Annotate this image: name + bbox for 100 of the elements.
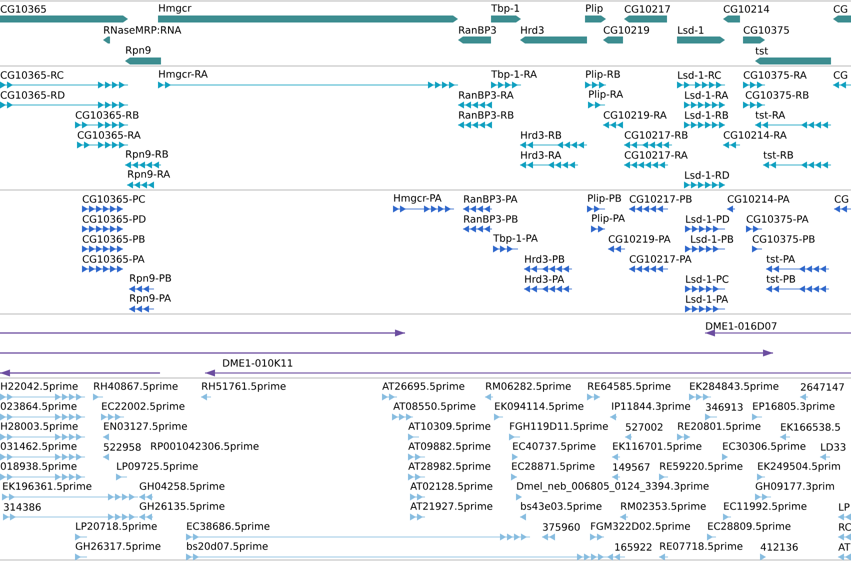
protein-feature: CG10375-PB [752, 235, 815, 252]
node-label: CG10365-RC [0, 71, 64, 79]
gene-feature: RNaseMRP:RNA [103, 26, 182, 44]
gene-feature: CG10219 [603, 26, 650, 44]
node-label: 375960 [542, 523, 580, 531]
protein-feature: RanBP3-PA [462, 195, 518, 212]
transcript-feature: RanBP3-RA [458, 91, 514, 108]
node-label: RanBP3 [459, 26, 496, 34]
est-feature: 031462.5prime [0, 442, 86, 460]
protein-feature: Tbp-1-PA [492, 234, 538, 252]
node-label: tst [755, 47, 768, 55]
protein-feature: CG10365-PC [82, 195, 145, 212]
node-label: Lsd-1-RA [685, 91, 728, 99]
est-feature: Dmel_neb_006805_0124_3394.3prime [516, 482, 709, 500]
gene-feature: Tbp-1 [491, 4, 521, 22]
node-label: LD33 [821, 443, 846, 451]
est-feature: LP09725.5prime [116, 462, 198, 480]
transcript-feature: CG10219-RA [602, 111, 667, 128]
node-label: Plip-RB [586, 70, 620, 80]
est-feature: AT02128.5prime [410, 482, 492, 500]
node-label: LP09725.5prime [117, 462, 198, 472]
node-label: CG [834, 71, 848, 79]
node-label: 023864.5prime [0, 402, 77, 412]
est-feature: EK249504.5prim [756, 462, 840, 480]
node-label: EK249504.5prim [758, 462, 840, 472]
node-label: RNaseMRP:RNA [104, 26, 182, 34]
protein-feature: CG10365-PD [82, 215, 146, 232]
node-label: Lsd-1-PA [686, 295, 728, 303]
node-label: EK094114.5prime [495, 402, 584, 412]
transcript-feature: Hrd3-RA [520, 151, 578, 168]
est-feature: FGH119D11.5prime [508, 422, 608, 440]
protein-feature: Plip-PB [586, 194, 621, 212]
node-label: EK284843.5prime [690, 382, 778, 392]
node-label: EC38686.5prime [187, 522, 270, 532]
node-label: CG10219-RA [604, 111, 667, 119]
protein-feature: CG10214-PA [726, 195, 790, 212]
node-label: tst-PB [766, 275, 796, 283]
protein-feature: CG10365-PA [82, 255, 144, 272]
est-feature: bs43e03.5prime [520, 502, 602, 520]
node-label: Rpn9 [126, 46, 151, 56]
node-label: Plip-PB [588, 194, 621, 204]
clone-feature: DME1-010K11 [204, 359, 851, 376]
node-label: Lsd-1-PB [691, 235, 734, 243]
transcript-feature: Tbp-1-RA [490, 70, 537, 88]
node-label: Plip-PA [592, 214, 625, 224]
node-label: CG10375-RB [746, 91, 808, 99]
transcript-feature: CG10365-RD [0, 91, 128, 108]
node-label: CG10365-RD [0, 91, 64, 99]
est-feature: GH26317.5prime [74, 542, 160, 560]
node-label: Tbp-1-RA [491, 70, 537, 80]
est-feature: GH09177.3prim [754, 482, 834, 500]
protein-feature: tst-PA [766, 255, 830, 272]
est-feature: EK116701.5prime [612, 442, 702, 460]
transcript-feature: CG10365-RA [76, 131, 141, 148]
protein-feature: Lsd-1-PD [684, 215, 730, 232]
node-label: CG10375 [744, 26, 789, 34]
node-label: EC22002.5prime [102, 402, 184, 412]
est-feature: EK166538.5 [780, 423, 840, 440]
node-label: EC40737.5prime [513, 442, 596, 452]
node-label: bs43e03.5prime [521, 502, 602, 512]
est-feature: bs20d07.5prime [186, 542, 608, 560]
est-feature: EK284843.5prime [688, 382, 778, 400]
node-label: EC28809.5prime [708, 522, 790, 532]
est-feature: 2647147 [800, 383, 844, 400]
transcript-feature: CG10375-RB [742, 91, 808, 108]
node-label: AT28982.5prime [408, 462, 490, 472]
gene-feature: Hrd3 [520, 26, 587, 44]
gene-feature: CG10375 [743, 26, 789, 44]
node-label: AT09882.5prime [408, 442, 490, 452]
node-label: DME1-010K11 [223, 359, 292, 367]
node-label: RM06282.5prime [486, 382, 571, 392]
est-feature: RE64585.5prime [586, 382, 670, 400]
node-label: bs20d07.5prime [187, 542, 268, 552]
est-feature: AT28982.5prime [408, 462, 490, 480]
node-label: Hmgcr-RA [159, 70, 208, 80]
clone-feature: DME1-016D07 [704, 322, 851, 336]
est-feature: 346913 [704, 403, 743, 420]
node-label: CG10214 [724, 5, 770, 13]
node-label: EN03127.5prime [104, 422, 187, 432]
node-label: Lsd-1-RD [685, 171, 729, 179]
node-label: H22042.5prime [1, 382, 78, 392]
protein-feature: CG10217-PB [628, 195, 692, 212]
node-label: Lsd-1-RC [678, 71, 721, 79]
node-label: IP11844.3prime [612, 402, 690, 412]
est-feature: AT [838, 543, 851, 560]
node-label: CG10214-RA [724, 131, 787, 139]
est-feature: EN03127.5prime [102, 422, 187, 440]
protein-feature: Lsd-1-PC [684, 275, 728, 292]
est-feature: 314386 [2, 503, 138, 520]
est-feature: FGM322D02.5prime [590, 522, 690, 540]
node-label: Hrd3-RA [521, 151, 562, 159]
node-label: RH51761.5prime [202, 382, 286, 392]
protein-feature: CG10365-PB [82, 235, 145, 252]
est-feature: AT21927.5prime [410, 502, 492, 520]
gene-feature: CG10214 [723, 5, 770, 22]
est-feature: RM06282.5prime [484, 382, 571, 400]
node-label: CG10217-PA [630, 255, 692, 263]
transcript-feature: CG10375-RA [742, 71, 807, 88]
node-label: CG10219 [604, 26, 650, 34]
node-label: CG10214-PA [728, 195, 790, 203]
